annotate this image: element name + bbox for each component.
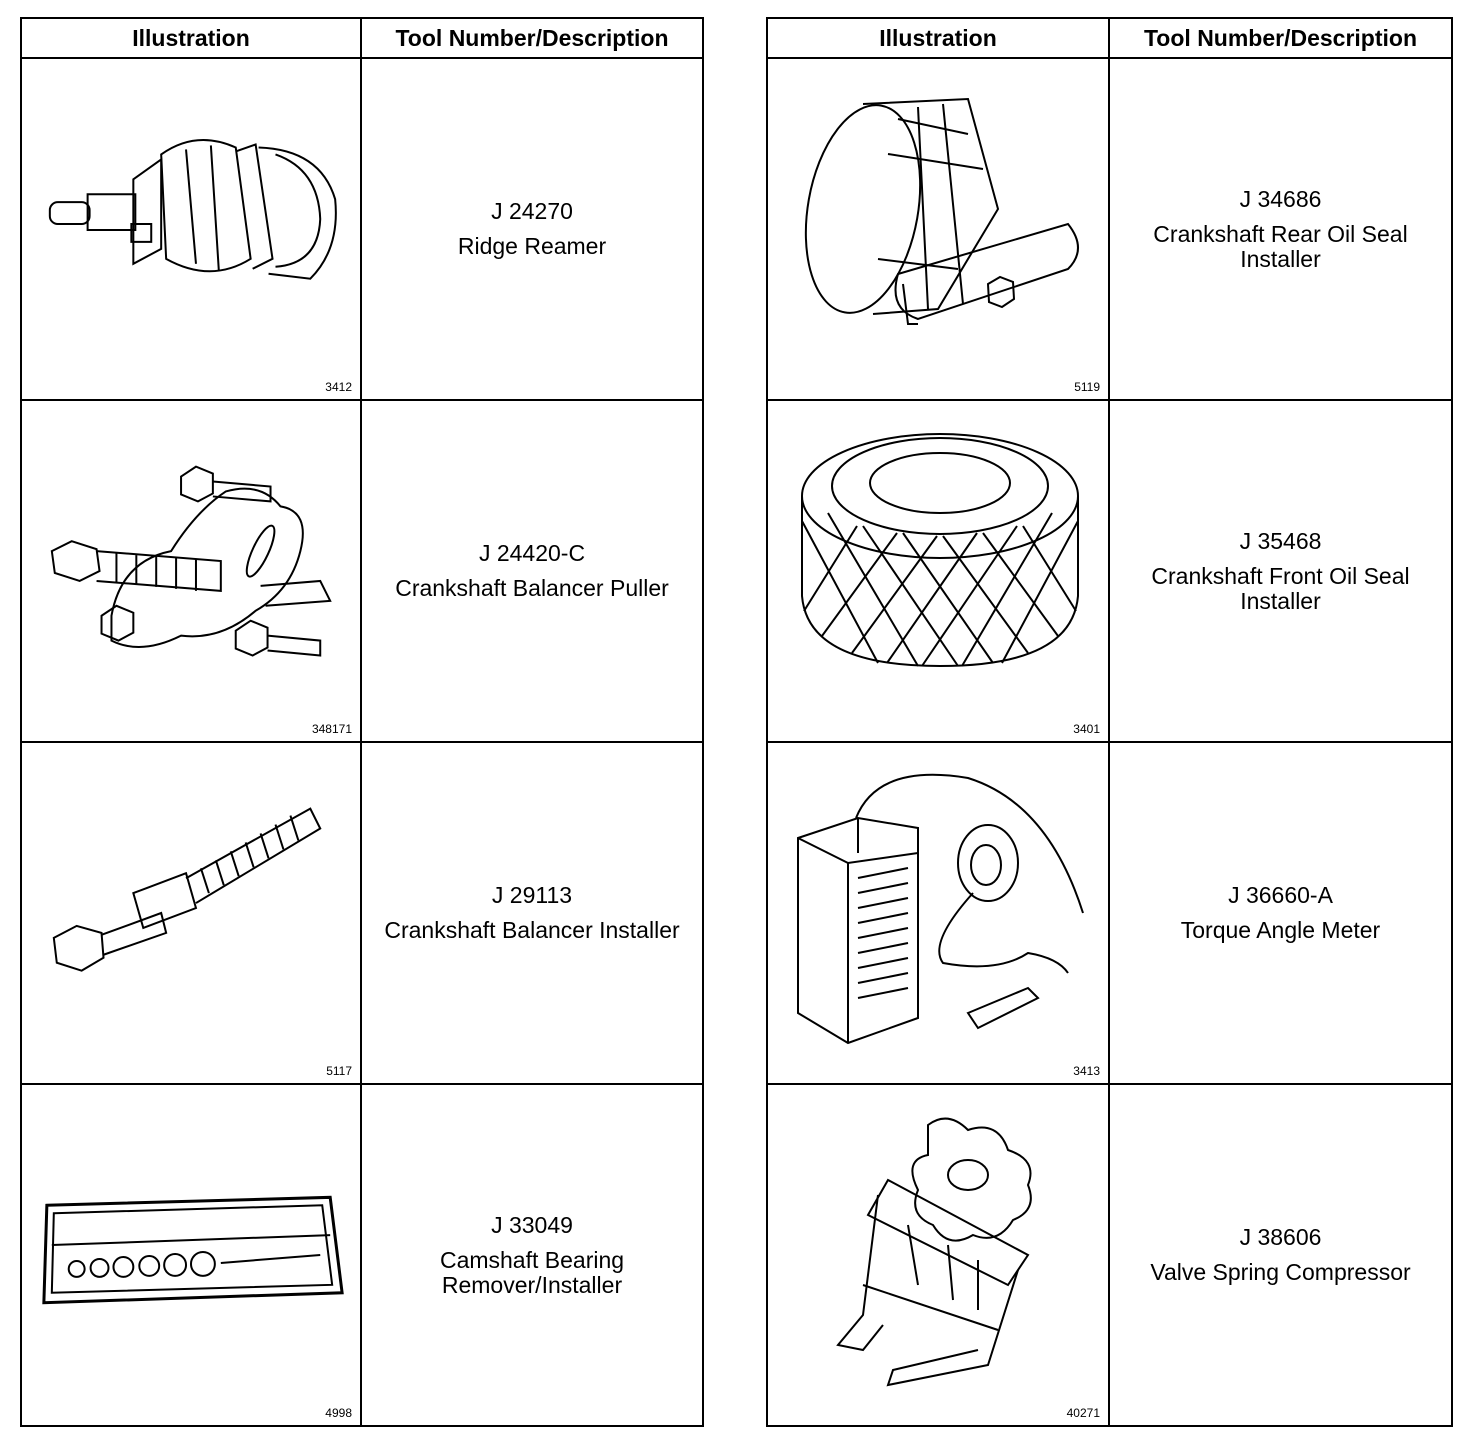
- tool-description: Torque Angle Meter: [1180, 917, 1381, 943]
- tool-number: J 34686: [1239, 185, 1322, 212]
- tool-description-cell: J 35468 Crankshaft Front Oil Seal Instal…: [1108, 399, 1453, 743]
- tool-row: 5117 J 29113 Crankshaft Balancer Install…: [20, 741, 704, 1085]
- left-tool-table: Illustration Tool Number/Description 341…: [20, 17, 704, 1427]
- tool-description: Crankshaft Balancer Puller: [395, 575, 669, 601]
- tool-description: Camshaft Bearing Remover/Installer: [439, 1246, 625, 1298]
- tool-description: Crankshaft Rear Oil Seal Installer: [1153, 220, 1408, 272]
- tool-description: Ridge Reamer: [457, 233, 607, 259]
- figure-number: 348171: [311, 722, 352, 736]
- rear-seal-installer-icon: [768, 59, 1108, 399]
- torque-angle-meter-icon: [768, 743, 1108, 1083]
- tool-number: J 24270: [491, 198, 573, 224]
- figure-number: 40271: [1066, 1406, 1100, 1420]
- illustration-cell: 40271: [766, 1083, 1110, 1427]
- tool-row: 3413 J 36660-A Torque Angle Meter: [766, 741, 1453, 1085]
- valve-spring-compressor-icon: [768, 1085, 1108, 1425]
- illustration-cell: 5119: [766, 57, 1110, 401]
- tool-number: J 24420-C: [478, 540, 586, 566]
- tool-description-cell: J 36660-A Torque Angle Meter: [1108, 741, 1453, 1085]
- illustration-header: Illustration: [20, 17, 362, 59]
- illustration-cell: 5117: [20, 741, 362, 1085]
- figure-number: 5119: [1074, 380, 1100, 394]
- tool-row: 3412 J 24270 Ridge Reamer: [20, 57, 704, 401]
- illustration-cell: 3412: [20, 57, 362, 401]
- illustration-header: Illustration: [766, 17, 1110, 59]
- figure-number: 5117: [326, 1064, 352, 1078]
- front-seal-installer-icon: [768, 401, 1108, 741]
- figure-number: 3401: [1073, 722, 1100, 736]
- tool-number: J 38606: [1239, 1224, 1322, 1250]
- tool-row: 3401 J 35468 Crankshaft Front Oil Seal I…: [766, 399, 1453, 743]
- tool-description: Valve Spring Compressor: [1150, 1259, 1411, 1285]
- figure-number: 3412: [325, 380, 352, 394]
- tool-description-cell: J 34686 Crankshaft Rear Oil Seal Install…: [1108, 57, 1453, 401]
- illustration-cell: 3413: [766, 741, 1110, 1085]
- bearing-kit-case-icon: [22, 1085, 360, 1425]
- tool-row: 40271 J 38606 Valve Spring Compressor: [766, 1083, 1453, 1427]
- tool-row: 348171 J 24420-C Crankshaft Balancer Pul…: [20, 399, 704, 743]
- tool-description-cell: J 33049 Camshaft Bearing Remover/Install…: [360, 1083, 704, 1427]
- tool-row: 5119 J 34686 Crankshaft Rear Oil Seal In…: [766, 57, 1453, 401]
- tool-number: J 35468: [1239, 527, 1322, 554]
- illustration-cell: 348171: [20, 399, 362, 743]
- tool-description-cell: J 29113 Crankshaft Balancer Installer: [360, 741, 704, 1085]
- tool-header: Tool Number/Description: [360, 17, 704, 59]
- ridge-reamer-icon: [22, 59, 360, 399]
- tool-number: J 36660-A: [1228, 882, 1333, 908]
- figure-number: 4998: [325, 1406, 352, 1420]
- tool-description-cell: J 24270 Ridge Reamer: [360, 57, 704, 401]
- tool-description: Crankshaft Front Oil Seal Installer: [1151, 562, 1410, 614]
- tool-description-cell: J 24420-C Crankshaft Balancer Puller: [360, 399, 704, 743]
- tool-row: 4998 J 33049 Camshaft Bearing Remover/In…: [20, 1083, 704, 1427]
- tool-number: J 29113: [491, 882, 573, 908]
- figure-number: 3413: [1073, 1064, 1100, 1078]
- right-tool-table: Illustration Tool Number/Description 511…: [766, 17, 1453, 1427]
- illustration-cell: 4998: [20, 1083, 362, 1427]
- balancer-puller-icon: [22, 401, 360, 741]
- tool-description: Crankshaft Balancer Installer: [384, 917, 680, 943]
- tool-description-cell: J 38606 Valve Spring Compressor: [1108, 1083, 1453, 1427]
- header-row: Illustration Tool Number/Description: [20, 17, 704, 59]
- illustration-cell: 3401: [766, 399, 1110, 743]
- header-row: Illustration Tool Number/Description: [766, 17, 1453, 59]
- tool-header: Tool Number/Description: [1108, 17, 1453, 59]
- balancer-installer-icon: [22, 743, 360, 1083]
- tool-number: J 33049: [491, 1211, 573, 1238]
